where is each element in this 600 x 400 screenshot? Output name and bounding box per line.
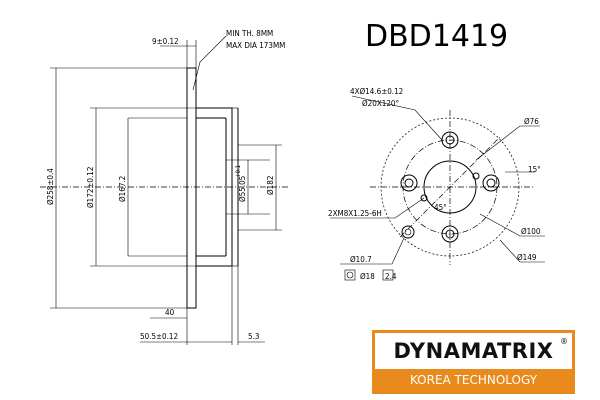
label-18: Ø18 — [360, 271, 375, 281]
leader-10-7 — [340, 237, 405, 265]
note-min-th: MIN TH. 8MM — [226, 29, 273, 38]
front-view: 4XØ14.6±0.12 Ø20X120° Ø76 15° 45° 2XM8X1… — [328, 86, 545, 281]
logo-tagline: KOREA TECHNOLOGY — [375, 369, 572, 391]
bolt-hole-right — [482, 174, 500, 192]
leader-bolt-holes — [351, 95, 443, 141]
dim-hat-dia: Ø172±0.12 — [85, 167, 95, 208]
label-76: Ø76 — [524, 116, 539, 126]
leader-thread — [330, 197, 425, 219]
brand-logo: DYNAMATRIX ® KOREA TECHNOLOGY — [372, 330, 575, 394]
bolt-hole-bottom — [441, 225, 459, 243]
leader-76 — [475, 125, 540, 161]
label-bolt-holes: 4XØ14.6±0.12 — [350, 86, 403, 96]
notes-leader — [192, 35, 227, 91]
note-max-dia: MAX DIA 173MM — [226, 41, 285, 50]
label-100: Ø100 — [521, 226, 541, 236]
label-thread: 2XM8X1.25-6H — [328, 209, 382, 218]
dim-bore-tol: +0.1 — [235, 165, 242, 178]
dim-depth: 40 — [165, 308, 175, 317]
label-2-4: 2.4 — [385, 272, 397, 281]
label-angle-45: 45° — [434, 203, 447, 212]
dim-inner-dia: Ø167.2 — [117, 176, 127, 202]
logo-registered-mark: ® — [560, 337, 568, 346]
dim-small: 5.3 — [248, 332, 259, 341]
leader-149 — [499, 239, 545, 263]
side-view: Ø258±0.4 Ø172±0.12 Ø167.2 Ø55.05 +0.1 Ø1… — [40, 29, 290, 345]
dim-bore: Ø55.05 — [237, 176, 247, 202]
label-bolt-holes-sub: Ø20X120° — [362, 98, 399, 108]
dim-drum: Ø182 — [265, 176, 275, 195]
leader-100 — [479, 213, 545, 237]
thread-hole-2 — [472, 172, 480, 180]
label-149: Ø149 — [517, 252, 537, 262]
part-number-title: DBD1419 — [365, 19, 508, 54]
dim-hat-thickness: 9±0.12 — [152, 37, 179, 46]
logo-brand-name: DYNAMATRIX — [393, 339, 554, 363]
bolt-hole-left — [400, 174, 418, 192]
thread-hole-1 — [420, 194, 428, 202]
label-angle-15: 15° — [528, 165, 541, 174]
small-hole — [401, 225, 415, 239]
disc-ring — [186, 67, 197, 309]
dim-total-height: 50.5±0.12 — [140, 332, 178, 341]
label-10-7: Ø10.7 — [350, 254, 372, 264]
dim-outer-dia: Ø258±0.4 — [45, 168, 55, 205]
